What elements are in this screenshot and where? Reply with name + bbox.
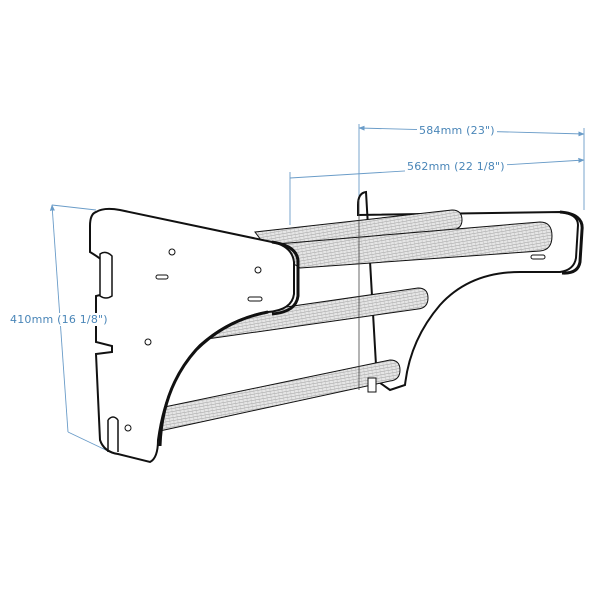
bars: [149, 209, 553, 433]
dimension-width-overall: 584mm (23"): [417, 124, 497, 137]
dimension-width-inner: 562mm (22 1/8"): [405, 160, 507, 173]
front-bracket: [89, 207, 300, 464]
dimension-height: 410mm (16 1/8"): [8, 313, 110, 326]
